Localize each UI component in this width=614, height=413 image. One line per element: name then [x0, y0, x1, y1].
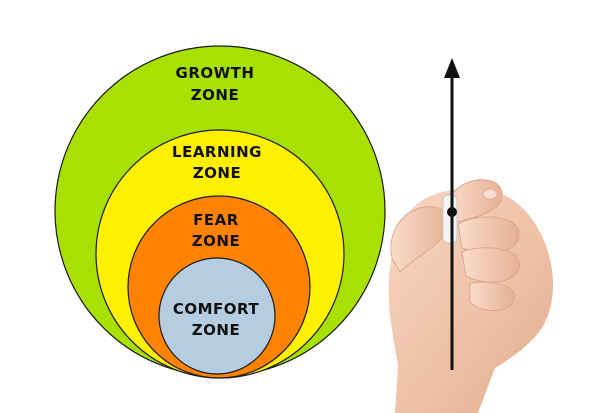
growth-zone-label-line2: ZONE: [191, 86, 239, 104]
hand-illustration: [388, 179, 554, 413]
learning-zone-label-line2: ZONE: [193, 164, 241, 182]
marker-tip-dot: [447, 207, 457, 217]
hand-little-finger: [469, 281, 515, 311]
upward-arrow-head: [444, 58, 460, 78]
fingernail: [482, 188, 498, 200]
comfort-zone-label-line1: COMFORT: [173, 300, 260, 318]
growth-zone-label-line1: GROWTH: [176, 64, 255, 82]
hand-middle-finger: [457, 216, 520, 253]
comfort-zone-label-line2: ZONE: [192, 321, 240, 339]
comfort-zone-circle: [158, 257, 276, 375]
marker-body: [442, 194, 458, 244]
fear-zone-label-line2: ZONE: [192, 232, 240, 250]
hand-ring-finger: [461, 247, 520, 283]
fear-zone-label-line1: FEAR: [193, 211, 239, 229]
learning-zone-label-line1: LEARNING: [172, 143, 262, 161]
